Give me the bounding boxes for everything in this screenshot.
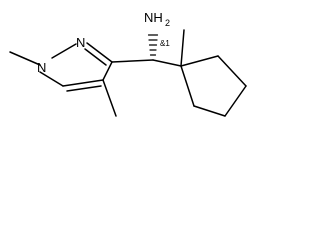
amine-subscript: 2	[165, 18, 170, 28]
bond-c3-n2	[86, 42, 113, 63]
stereo-descriptor-label: &1	[160, 39, 170, 48]
bond-c5-c4	[62, 79, 104, 87]
bond-quaternary-methyl	[180, 29, 185, 67]
cyclopentane-ring	[180, 29, 247, 117]
bond-c5-c4-double	[66, 85, 102, 92]
amine-label: NH	[144, 10, 163, 25]
bond-c4-methyl	[102, 79, 117, 117]
bond-n1-c5	[39, 71, 64, 87]
chemical-structure-diagram: N N NH 2 &1	[9, 10, 247, 117]
chiral-center	[111, 34, 182, 67]
n1-atom-label: N	[37, 60, 46, 75]
bond-c3-n2-double	[84, 48, 107, 66]
bond-ring-c	[224, 85, 247, 117]
bond-ring-a	[180, 55, 219, 67]
bond-c3-chiral	[111, 59, 154, 63]
bond-chiral-quaternary	[152, 59, 182, 67]
bond-n1-methyl	[9, 51, 41, 66]
bond-c4-c3	[102, 61, 113, 81]
hashed-wedge-bond	[147, 34, 159, 56]
bond-n2-n1	[51, 43, 77, 59]
n2-atom-label: N	[76, 35, 85, 50]
pyrazole-ring	[9, 42, 117, 117]
bond-ring-d	[193, 105, 226, 117]
bond-ring-e	[180, 65, 195, 107]
bond-ring-b	[217, 55, 247, 87]
